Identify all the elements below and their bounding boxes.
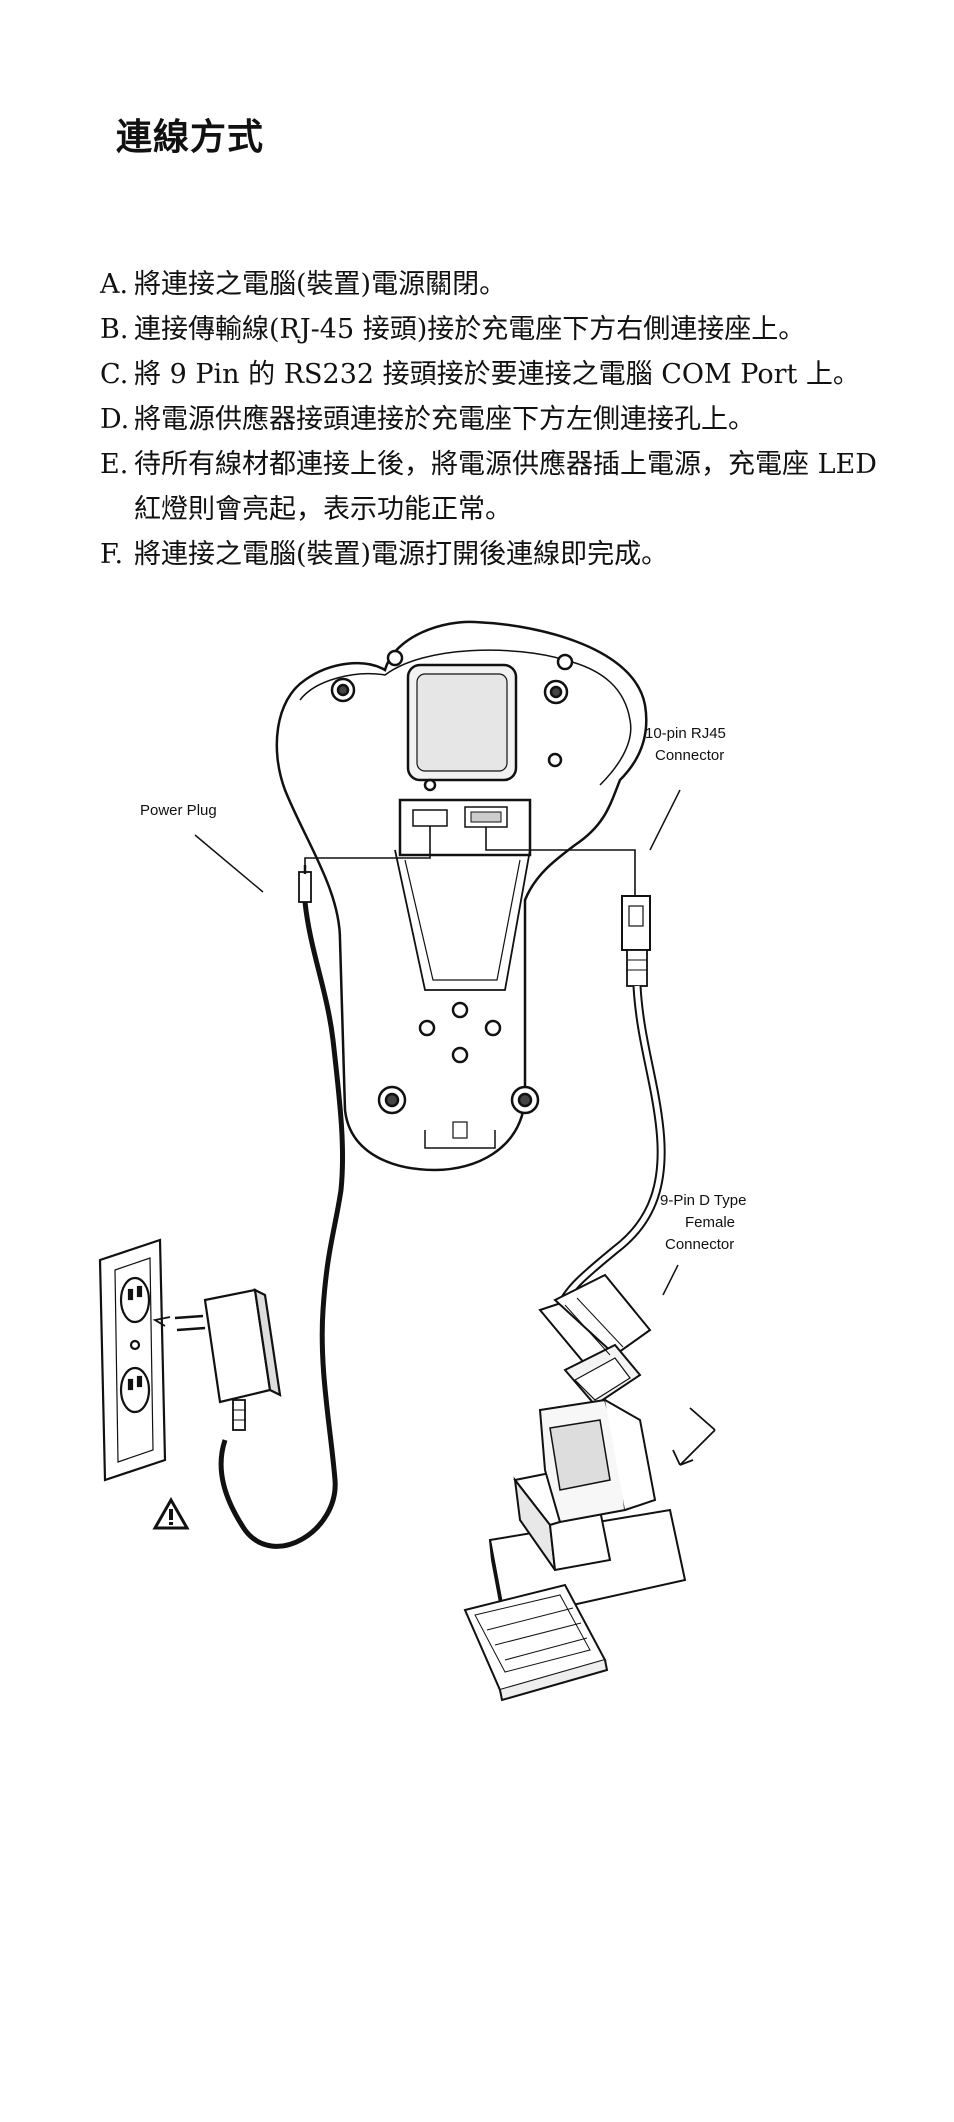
dtype-label-line1: 9-Pin D Type [660, 1192, 746, 1209]
step-text: 將連接之電腦(裝置)電源關閉。 [134, 269, 507, 300]
step-text: 將連接之電腦(裝置)電源打開後連線即完成。 [134, 539, 669, 570]
wall-outlet-icon [98, 1238, 167, 1482]
step-label: F. [100, 539, 124, 570]
warning-triangle-icon [152, 1496, 190, 1530]
rj45-label-line2: Connector [655, 747, 724, 764]
connection-diagram-svg: 10-pin RJ45 Connector Power Plug 9-Pin D… [98, 620, 746, 1702]
charging-cradle-icon [275, 620, 648, 1172]
rj45-plug-icon [552, 895, 666, 1317]
power-plug-label: Power Plug [140, 802, 217, 819]
rj45-label-line1: 10-pin RJ45 [645, 725, 726, 742]
power-plug-icon [218, 865, 346, 1549]
step-item: F. 將連接之電腦(裝置)電源打開後連線即完成。 [100, 532, 900, 577]
step-text: 將 9 Pin 的 RS232 接頭接於要連接之電腦 COM Port 上。 [134, 359, 860, 390]
step-label: D. [100, 404, 130, 435]
page-title: 連線方式 [116, 117, 265, 158]
step-text: 待所有線材都連接上後，將電源供應器插上電源，充電座 LED 紅燈則會亮起，表示功… [134, 449, 877, 525]
step-label: B. [100, 314, 129, 345]
step-item: A.將連接之電腦(裝置)電源關閉。 [100, 262, 900, 307]
dtype-label-line2: Female [685, 1214, 735, 1231]
db9-connector-icon [538, 1273, 652, 1407]
power-plug-leader [194, 834, 264, 893]
step-item: D.將電源供應器接頭連接於充電座下方左側連接孔上。 [100, 397, 900, 442]
dtype-label-line3: Connector [665, 1236, 734, 1253]
step-label: A. [100, 269, 129, 300]
power-adapter-icon [152, 1288, 282, 1431]
step-item: B.連接傳輸線(RJ-45 接頭)接於充電座下方右側連接座上。 [100, 307, 900, 352]
connection-diagram: 10-pin RJ45 Connector Power Plug 9-Pin D… [95, 610, 855, 1720]
connection-steps: A.將連接之電腦(裝置)電源關閉。 B.連接傳輸線(RJ-45 接頭)接於充電座… [100, 262, 900, 577]
desktop-computer-icon [463, 1398, 687, 1702]
callout-dtype: 9-Pin D Type Female Connector [660, 1192, 746, 1296]
step-label: C. [100, 359, 129, 390]
step-text: 將電源供應器接頭連接於充電座下方左側連接孔上。 [134, 404, 755, 435]
step-item: C.將 9 Pin 的 RS232 接頭接於要連接之電腦 COM Port 上。 [100, 352, 900, 397]
callout-power-plug: Power Plug [140, 802, 264, 893]
callout-rj45: 10-pin RJ45 Connector [645, 725, 726, 851]
dtype-leader [662, 1264, 679, 1296]
rj45-leader [649, 789, 681, 851]
step-item: E.待所有線材都連接上後，將電源供應器插上電源，充電座 LED 紅燈則會亮起，表… [100, 442, 900, 532]
step-text: 連接傳輸線(RJ-45 接頭)接於充電座下方右側連接座上。 [134, 314, 806, 345]
step-label: E. [100, 449, 129, 480]
arrow-to-computer-icon [672, 1407, 716, 1466]
